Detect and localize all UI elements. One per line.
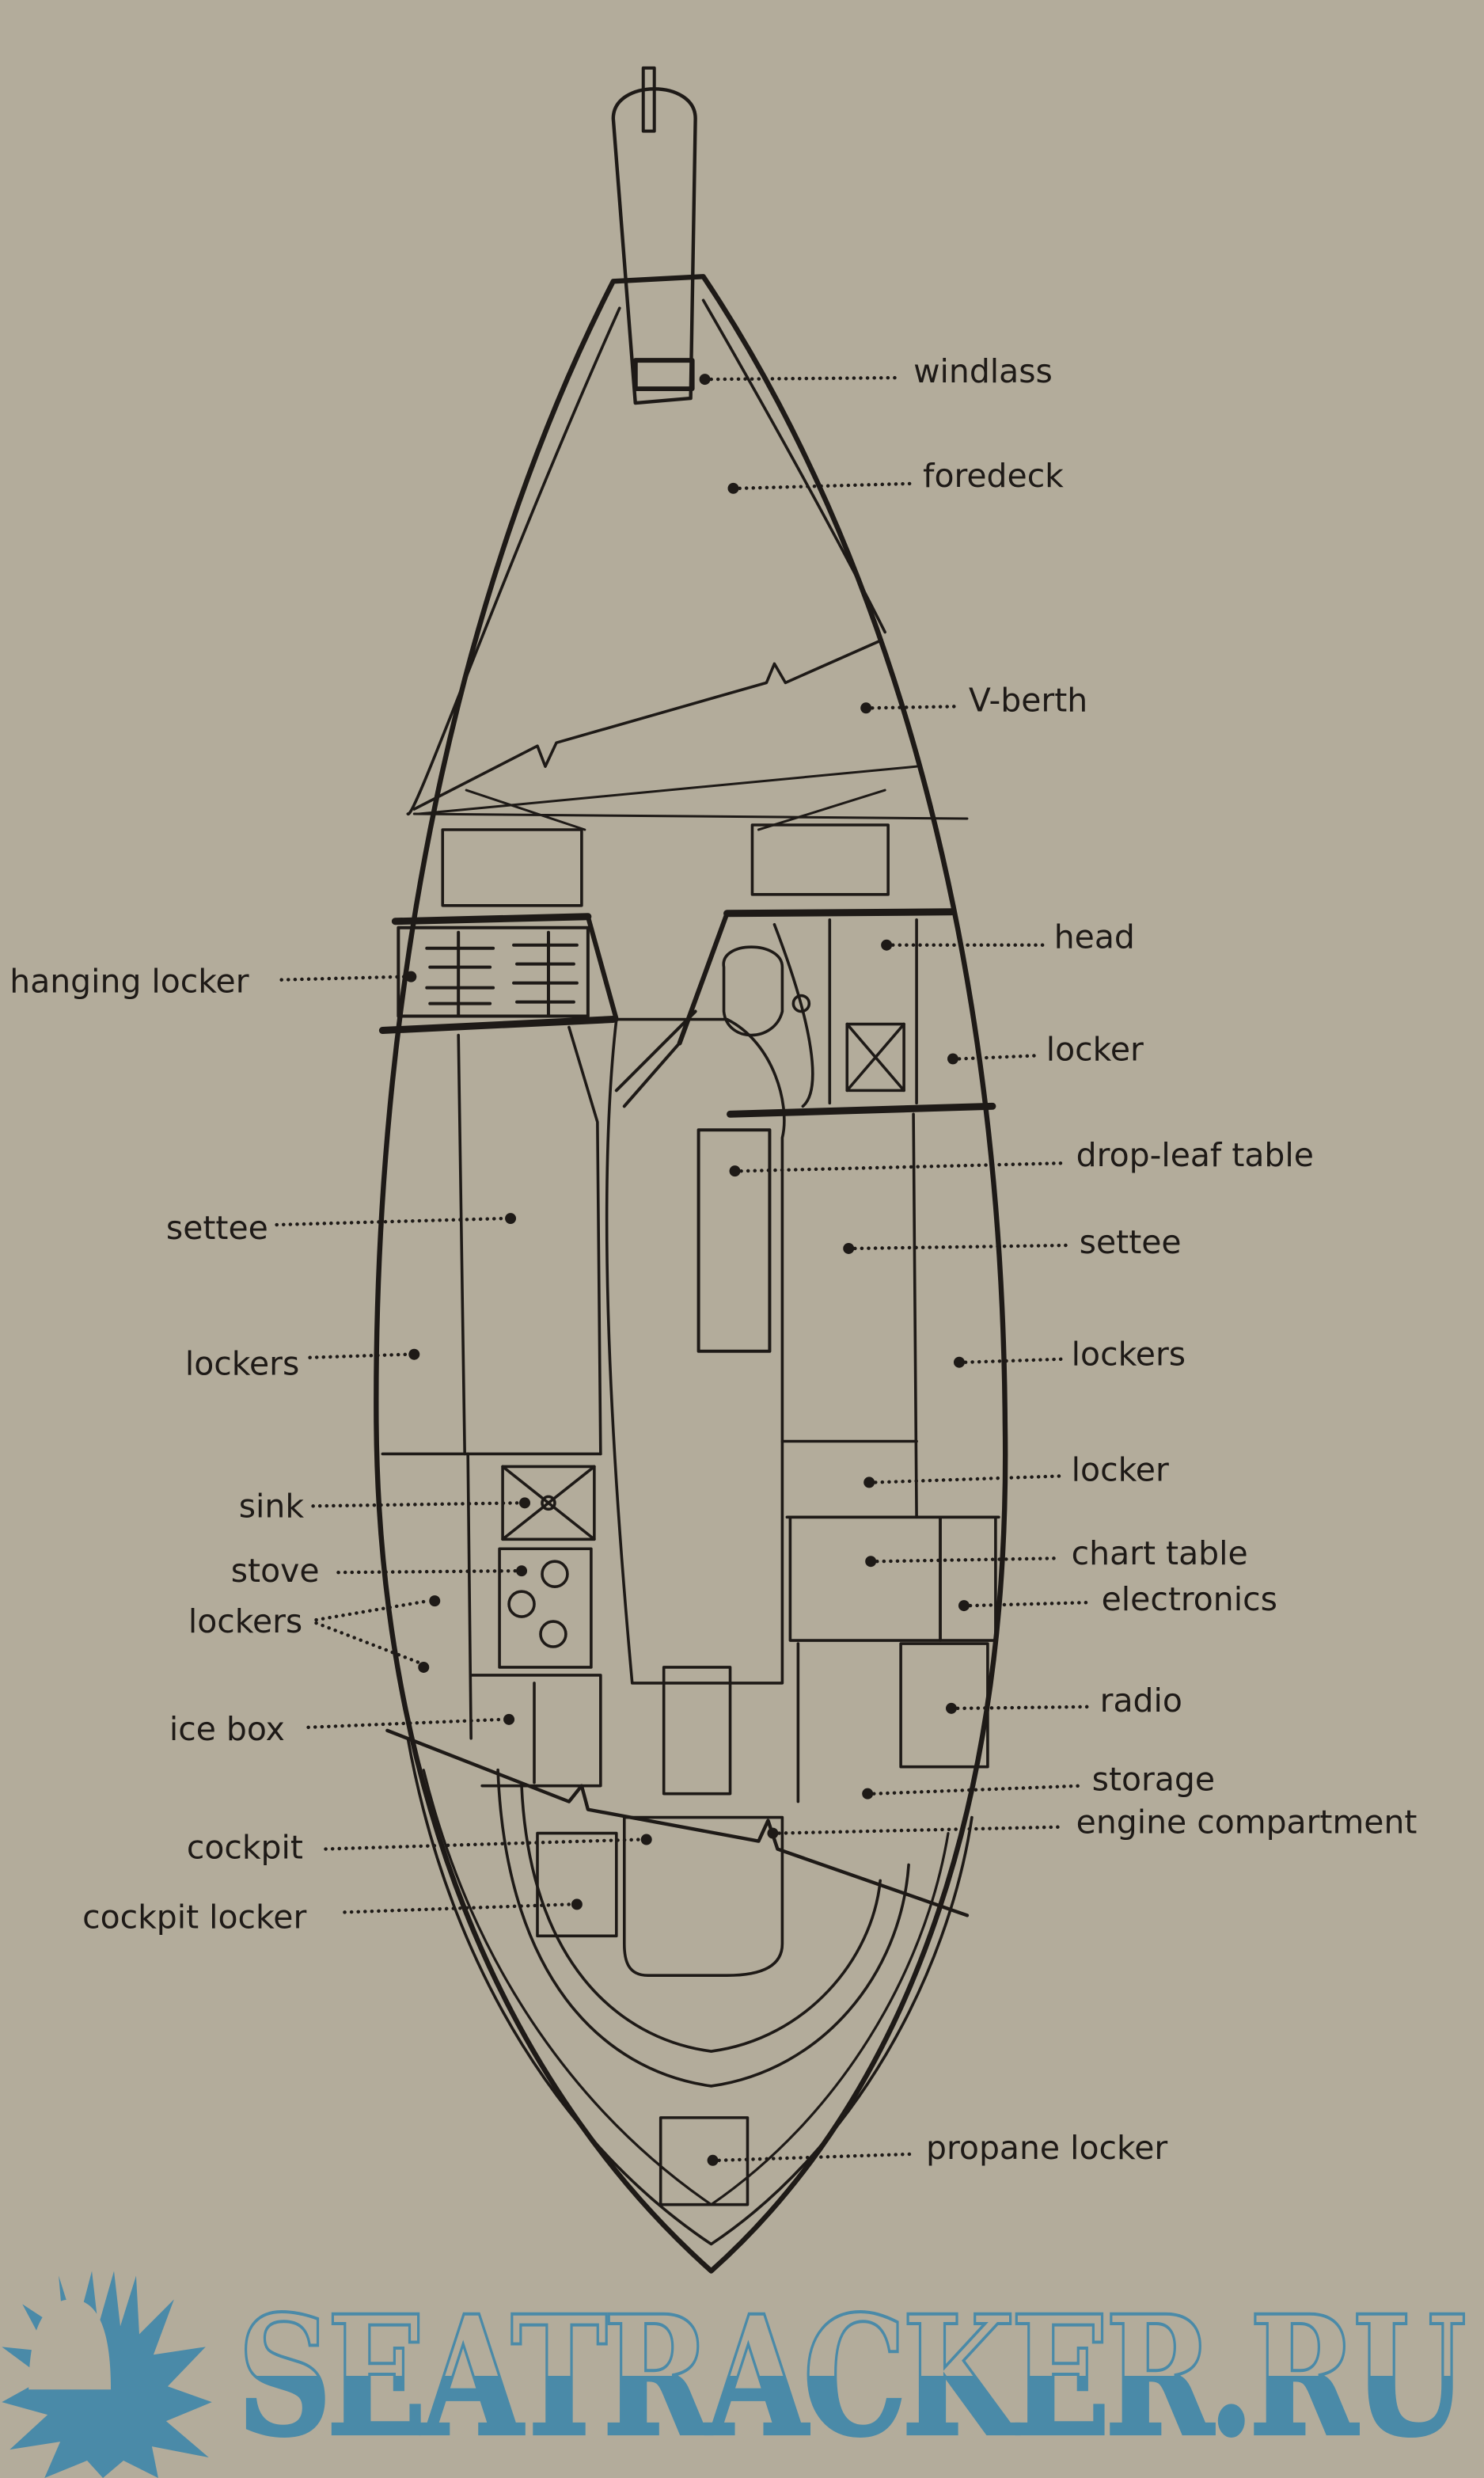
label-windlass: windlass	[699, 352, 1053, 390]
label-text: stove	[231, 1552, 320, 1590]
cabin-sole	[605, 1017, 786, 1685]
cockpit	[385, 1728, 970, 2206]
label-sink: sink	[239, 1487, 531, 1525]
label-storage: storage	[862, 1761, 1215, 1800]
label-text: cockpit locker	[82, 1898, 306, 1936]
label-drop-leaf-table: drop-leaf table	[729, 1136, 1314, 1177]
label-text: storage	[1092, 1761, 1215, 1799]
label-locker-mid: locker	[863, 1450, 1169, 1488]
windlass-icon	[632, 358, 695, 392]
watermark-logo: SEATRACKER.RU	[2, 2271, 1472, 2478]
label-foredeck: foredeck	[727, 457, 1064, 495]
label-text: lockers	[185, 1345, 299, 1383]
bow-platform	[611, 66, 697, 405]
label-radio: radio	[946, 1682, 1182, 1720]
starboard-settee	[780, 1112, 1000, 1803]
label-lockers-right: lockers	[953, 1336, 1186, 1374]
label-text: cockpit	[187, 1828, 303, 1866]
label-propane-locker: propane locker	[707, 2129, 1167, 2167]
label-text: radio	[1100, 1682, 1182, 1720]
label-text: windlass	[913, 352, 1053, 390]
label-stove: stove	[231, 1552, 528, 1590]
label-text: drop-leaf table	[1076, 1136, 1314, 1174]
sun-icon	[2, 2271, 212, 2478]
label-text: foredeck	[923, 457, 1064, 495]
label-lockers-left: lockers	[185, 1345, 420, 1383]
head-compartment	[722, 918, 918, 1108]
label-hanging-locker: hanging locker	[9, 963, 417, 1001]
label-text: settee	[166, 1209, 268, 1247]
drop-leaf-table	[696, 1128, 772, 1353]
label-text: electronics	[1102, 1580, 1277, 1618]
label-text: V-berth	[969, 681, 1087, 719]
bulkheads	[378, 908, 996, 1118]
label-text: lockers	[1072, 1336, 1186, 1374]
label-lockers-galley: lockers	[188, 1595, 441, 1673]
label-text: hanging locker	[9, 963, 249, 1001]
hull	[374, 274, 1008, 2274]
watermark-text: SEATRACKER.RU	[237, 2279, 1464, 2472]
v-berth	[412, 638, 969, 907]
label-cockpit: cockpit	[187, 1828, 652, 1866]
label-ice-box: ice box	[169, 1710, 515, 1748]
label-text: chart table	[1072, 1534, 1248, 1572]
label-text: locker	[1046, 1030, 1144, 1068]
label-settee-left: settee	[166, 1209, 517, 1247]
label-v-berth: V-berth	[860, 681, 1087, 719]
label-head: head	[881, 918, 1135, 956]
label-engine-compartment: engine compartment	[767, 1803, 1417, 1841]
label-text: engine compartment	[1076, 1803, 1418, 1841]
labels: windlass foredeck V-berth hanging locker…	[9, 352, 1417, 2167]
label-chart-table: chart table	[865, 1534, 1248, 1572]
label-text: sink	[239, 1487, 305, 1525]
label-text: lockers	[188, 1602, 302, 1640]
port-settee	[381, 1025, 732, 1796]
label-text: settee	[1080, 1223, 1182, 1261]
label-text: ice box	[169, 1710, 285, 1748]
label-locker-head: locker	[947, 1030, 1144, 1068]
label-electronics: electronics	[958, 1580, 1277, 1618]
label-text: head	[1054, 918, 1135, 956]
label-settee-right: settee	[843, 1223, 1182, 1261]
label-cockpit-locker: cockpit locker	[82, 1898, 583, 1936]
label-text: propane locker	[926, 2129, 1167, 2167]
label-text: locker	[1072, 1450, 1169, 1488]
hanging-locker	[397, 925, 590, 1018]
